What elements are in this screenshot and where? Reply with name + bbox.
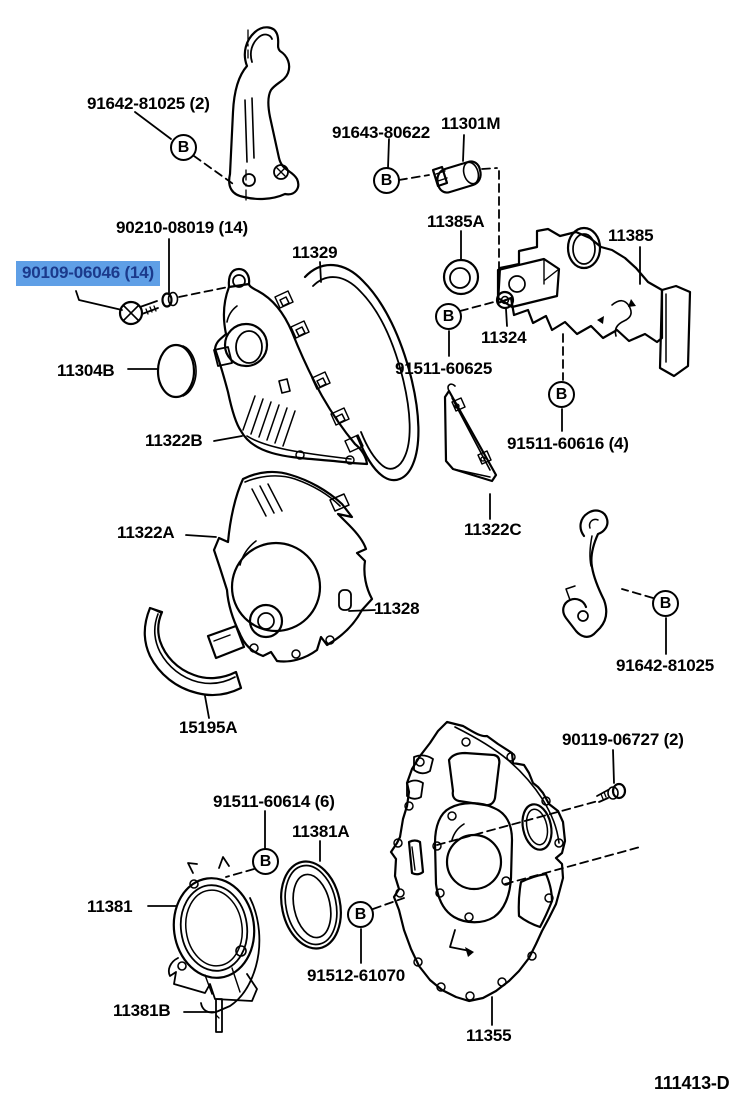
- part-label-11301m[interactable]: 11301M: [441, 114, 501, 133]
- part-label-11381a[interactable]: 11381A: [292, 822, 350, 841]
- part-label-90210-08019[interactable]: 90210-08019 (14): [116, 218, 248, 237]
- part-label-11328[interactable]: 11328: [374, 599, 420, 618]
- connector-circle-b4: B: [548, 381, 575, 408]
- part-label-11322a[interactable]: 11322A: [117, 523, 175, 542]
- part-gasket-11329: [303, 263, 420, 482]
- part-label-91511-60614[interactable]: 91511-60614 (6): [213, 792, 335, 811]
- part-timing-cover-lower: [212, 470, 374, 663]
- part-wedge-bracket: [443, 383, 498, 483]
- connector-letter: B: [380, 171, 393, 189]
- connector-letter: B: [555, 385, 568, 403]
- connector-circle-b5: B: [652, 590, 679, 617]
- part-label-11385[interactable]: 11385: [608, 226, 654, 245]
- part-label-11304b[interactable]: 11304B: [57, 361, 115, 380]
- part-label-11322b[interactable]: 11322B: [145, 431, 203, 450]
- figure-code: 111413-D: [654, 1073, 730, 1093]
- part-label-11381b[interactable]: 11381B: [113, 1001, 171, 1020]
- connector-letter: B: [177, 138, 190, 156]
- leader-lines: [75, 111, 667, 1026]
- part-cap: [156, 343, 197, 399]
- part-timing-belt-plate: [496, 226, 692, 378]
- connector-circle-b7: B: [347, 901, 374, 928]
- part-label-11355[interactable]: 11355: [466, 1026, 512, 1045]
- part-nut-11324: [495, 290, 515, 310]
- part-label-91643-80622[interactable]: 91643-80622: [332, 123, 431, 142]
- part-label-11381[interactable]: 11381: [87, 897, 133, 916]
- part-label-91511-60625[interactable]: 91511-60625: [395, 359, 493, 378]
- connector-circle-b3: B: [435, 303, 462, 330]
- connector-circle-b2: B: [373, 167, 400, 194]
- part-label-11322c[interactable]: 11322C: [464, 520, 522, 539]
- connector-letter: B: [354, 905, 367, 923]
- part-label-91511-60616[interactable]: 91511-60616 (4): [507, 434, 629, 453]
- part-o-ring: [442, 258, 480, 296]
- connector-letter: B: [259, 852, 272, 870]
- part-timing-cover-upper: [213, 267, 369, 466]
- part-label-11324[interactable]: 11324: [481, 328, 527, 347]
- part-oil-seal: [280, 860, 342, 950]
- part-nut-90210: [161, 291, 179, 308]
- connector-letter: B: [659, 594, 672, 612]
- part-label-91512-61070[interactable]: 91512-61070: [307, 966, 406, 985]
- part-label-11385a[interactable]: 11385A: [427, 212, 485, 231]
- connector-circle-b1: B: [170, 134, 197, 161]
- assembly-dashed-lines: [178, 155, 654, 910]
- part-label-11329[interactable]: 11329: [292, 243, 338, 262]
- connector-letter: B: [442, 307, 455, 325]
- part-bolt-90109: [118, 300, 159, 326]
- part-retainer-15195a: [143, 606, 246, 697]
- part-engine-hanger: [228, 26, 300, 201]
- part-seal-retainer-11381: [167, 856, 261, 1014]
- part-sensor: [431, 160, 482, 194]
- part-hook-bracket: [562, 509, 609, 638]
- selected-part-label-90109-06046[interactable]: 90109-06046 (14): [16, 261, 160, 286]
- part-label-15195a[interactable]: 15195A: [179, 718, 238, 737]
- part-label-91642-81025-top[interactable]: 91642-81025 (2): [87, 94, 210, 113]
- connector-circle-b6: B: [252, 848, 279, 875]
- part-pin: [215, 998, 223, 1033]
- part-label-91642-81025-bottom[interactable]: 91642-81025: [616, 656, 715, 675]
- part-bolt-90119: [596, 782, 627, 803]
- part-end-plate: [389, 720, 567, 1003]
- part-label-90119-06727[interactable]: 90119-06727 (2): [562, 730, 684, 749]
